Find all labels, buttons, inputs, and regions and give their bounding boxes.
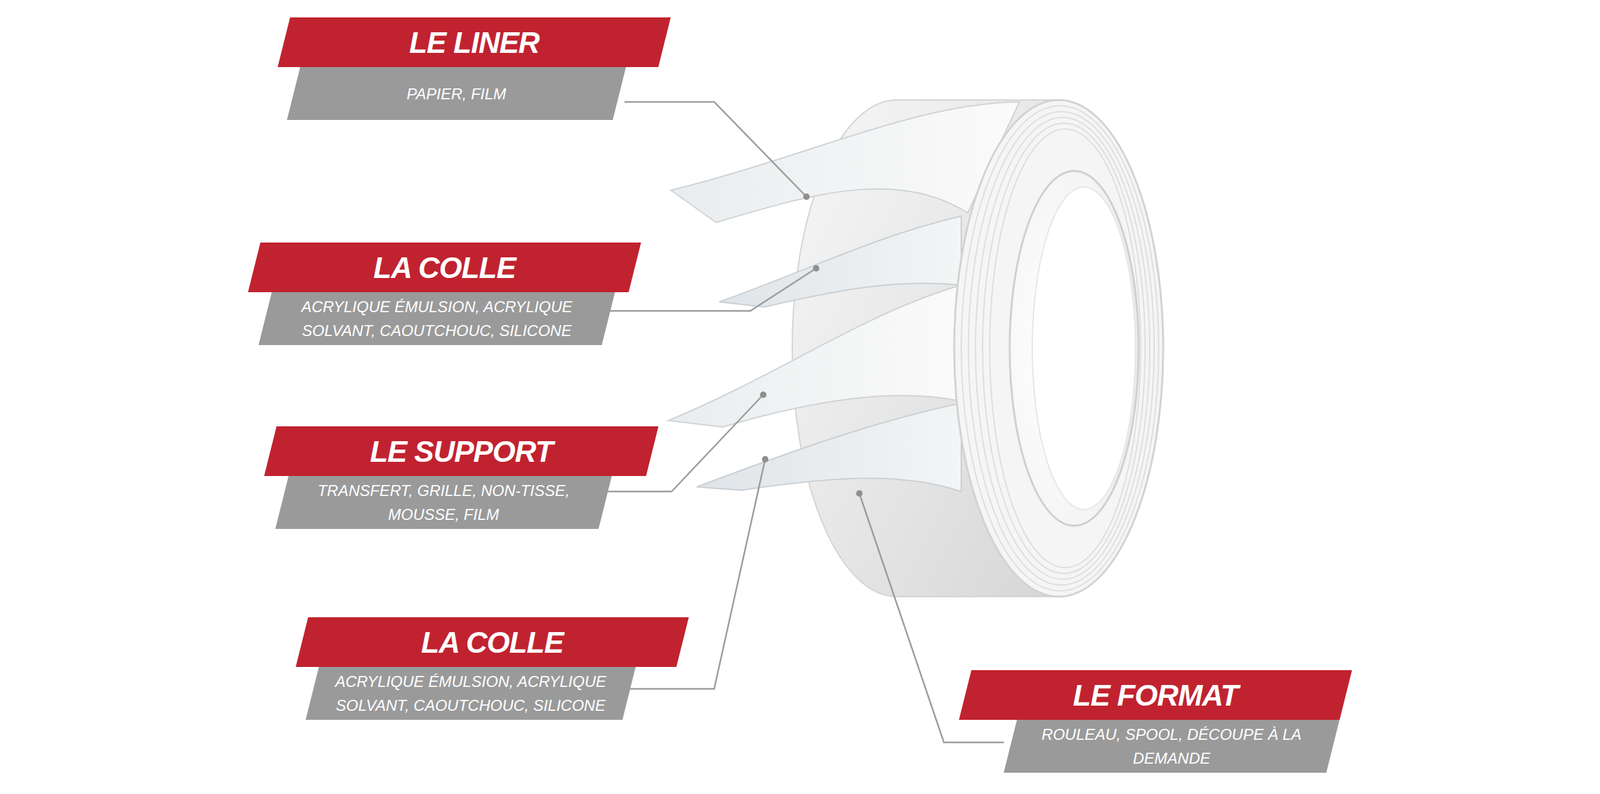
detail-text: ROULEAU, SPOOL, DÉCOUPE À LA DEMANDE: [1023, 722, 1320, 771]
detail-band: ACRYLIQUE ÉMULSION, ACRYLIQUE SOLVANT, C…: [265, 292, 609, 346]
roll-ring: [975, 117, 1150, 580]
heading-text: LA COLLE: [421, 625, 564, 660]
roll-ring: [982, 123, 1146, 574]
callout-banner: LA COLLE ACRYLIQUE ÉMULSION, ACRYLIQUE SO…: [301, 617, 683, 720]
roll-ring: [968, 111, 1155, 586]
detail-band: ACRYLIQUE ÉMULSION, ACRYLIQUE SOLVANT, C…: [312, 667, 630, 720]
leader-line: [607, 268, 817, 311]
heading-band: LA COLLE: [301, 617, 683, 668]
roll-core-inner: [1032, 187, 1136, 510]
detail-text: TRANSFERT, GRILLE, NON-TISSE, MOUSSE, FI…: [294, 478, 593, 527]
adhesive-sheet: [696, 403, 962, 492]
roll-ring: [989, 129, 1141, 568]
detail-band: TRANSFERT, GRILLE, NON-TISSE, MOUSSE, FI…: [281, 476, 606, 530]
heading-text: LA COLLE: [373, 250, 516, 286]
detail-band: PAPIER, FILM: [293, 67, 620, 120]
leader-dot: [812, 265, 820, 272]
detail-text: PAPIER, FILM: [406, 81, 506, 106]
leader-dot: [803, 193, 810, 200]
roll-core: [1009, 170, 1139, 526]
leader-line: [624, 101, 807, 197]
heading-text: LE LINER: [409, 25, 540, 60]
heading-band: LE LINER: [283, 17, 665, 68]
detail-text: ACRYLIQUE ÉMULSION, ACRYLIQUE SOLVANT, C…: [325, 669, 617, 718]
leader-dot: [761, 456, 769, 463]
liner-sheet: [670, 101, 1020, 223]
carrier-sheet: [668, 285, 962, 428]
detail-text: ACRYLIQUE ÉMULSION, ACRYLIQUE SOLVANT, C…: [278, 294, 596, 343]
leader-dot: [856, 490, 863, 497]
heading-band: LE SUPPORT: [270, 426, 653, 477]
adhesive-sheet: [719, 216, 962, 308]
roll-face: [954, 100, 1164, 597]
callout-banner: LE LINER PAPIER, FILM: [283, 17, 665, 120]
callout-banner: LE FORMAT ROULEAU, SPOOL, DÉCOUPE À LA DE…: [965, 670, 1346, 773]
heading-band: LE FORMAT: [965, 670, 1346, 720]
callout-banner: LA COLLE ACRYLIQUE ÉMULSION, ACRYLIQUE SO…: [254, 242, 635, 346]
heading-text: LE SUPPORT: [369, 434, 553, 470]
heading-text: LE FORMAT: [1072, 678, 1239, 713]
heading-band: LA COLLE: [254, 242, 635, 293]
detail-band: ROULEAU, SPOOL, DÉCOUPE À LA DEMANDE: [1010, 720, 1333, 773]
callout-banner: LE SUPPORT TRANSFERT, GRILLE, NON-TISSE, …: [270, 426, 653, 530]
roll-ring: [961, 105, 1159, 591]
leader-dot: [760, 391, 767, 399]
